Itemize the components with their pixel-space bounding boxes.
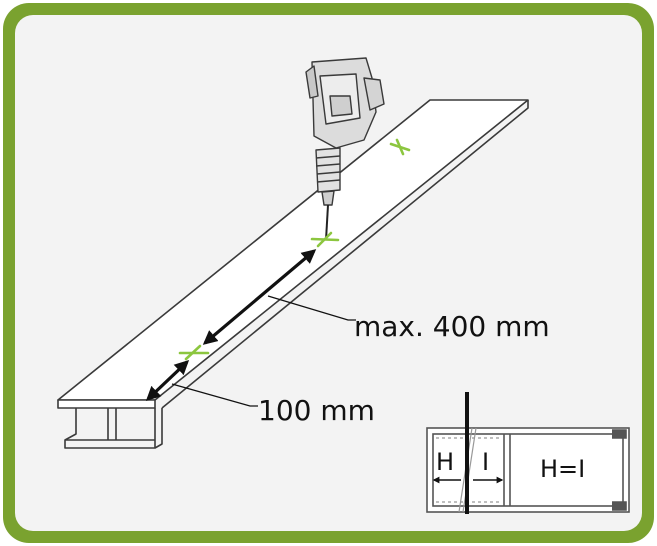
edge-leader <box>171 383 258 407</box>
i-label: I <box>482 448 489 476</box>
spacing-leader <box>267 295 356 321</box>
edge-arrow <box>145 360 190 401</box>
drill-icon <box>305 57 385 241</box>
equation-label: H=I <box>540 455 585 483</box>
spacing-arrow <box>202 249 317 345</box>
drill-mark-icon <box>178 138 411 361</box>
h-label: H <box>436 448 454 476</box>
max-spacing-label: max. 400 mm <box>354 310 550 343</box>
profile-cross-section <box>426 427 630 513</box>
edge-distance-label: 100 mm <box>258 394 375 427</box>
